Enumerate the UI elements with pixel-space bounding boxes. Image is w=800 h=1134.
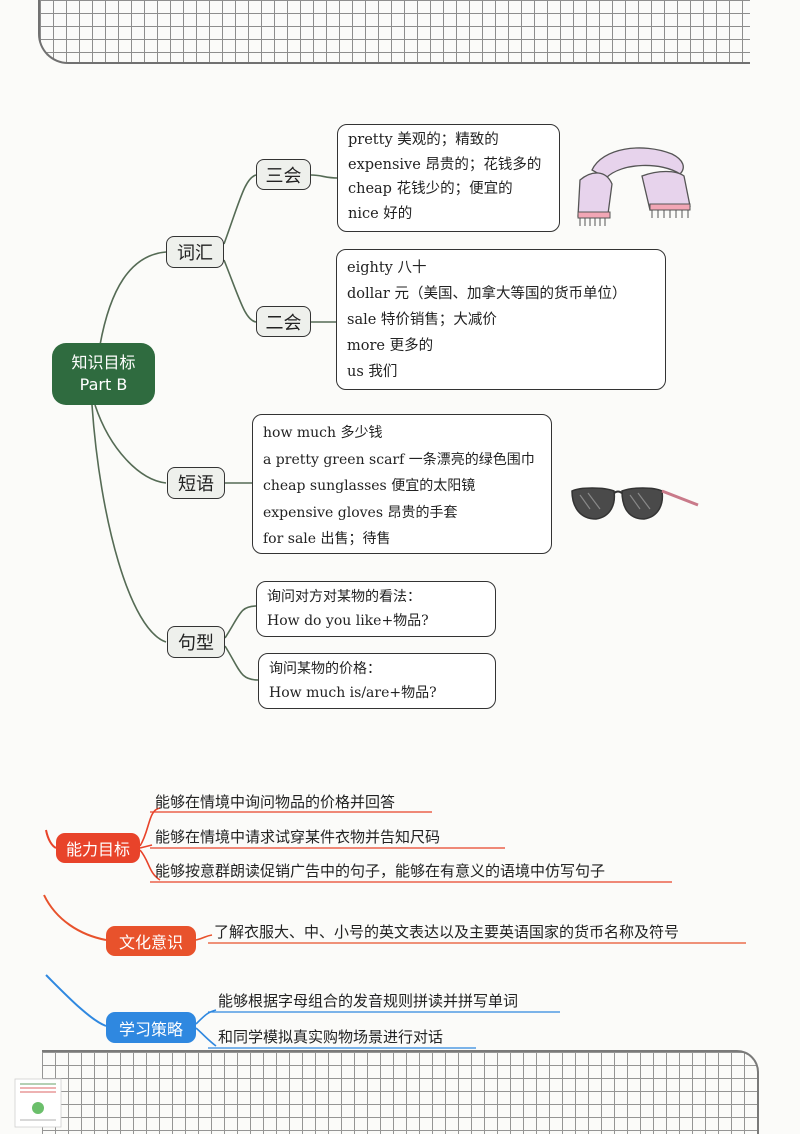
vocab-item: more 更多的 [347,338,434,354]
root-title: 知识目标 [71,353,136,372]
root-node: 知识目标 Part B [52,343,155,405]
strategy-goal-item: 能够根据字母组合的发音规则拼读并拼写单词 [218,992,519,1010]
culture-goal-item: 了解衣服大、中、小号的英文表达以及主要英语国家的货币名称及符号 [214,923,680,941]
vocab-item: us 我们 [347,364,398,380]
grid-decoration-top [38,0,750,64]
strategy-goal-item: 和同学模拟真实购物场景进行对话 [218,1028,444,1046]
sentence-heading: 询问某物的价格： [269,661,381,677]
sentence-pattern: How do you like+物品? [267,613,429,629]
phrase-item: for sale 出售；待售 [263,531,391,547]
stamp-logo-icon [14,1078,62,1128]
grid-decoration-bottom [42,1050,759,1134]
vocab-item: dollar 元（美国、加拿大等国的货币单位） [347,286,627,302]
root-subtitle: Part B [79,375,128,394]
sentence-opinion-box: 询问对方对某物的看法： How do you like+物品? [256,581,496,637]
phrases-node: 短语 [167,467,225,499]
phrase-item: a pretty green scarf 一条漂亮的绿色围巾 [263,451,535,468]
phrase-item: expensive gloves 昂贵的手套 [263,504,458,521]
strategy-goal-label: 学习策略 [106,1012,196,1043]
ability-goal-item: 能够在情境中请求试穿某件衣物并告知尺码 [155,828,441,846]
two-skill-node: 二会 [256,306,311,337]
vocab-node: 词汇 [166,236,224,268]
ability-goal-item: 能够在情境中询问物品的价格并回答 [155,793,396,811]
sunglasses-icon [571,487,699,520]
vocab-item: cheap 花钱少的；便宜的 [348,181,513,197]
culture-goal-label: 文化意识 [106,926,196,956]
two-skill-box: eighty 八十 dollar 元（美国、加拿大等国的货币单位） sale 特… [336,249,666,390]
vocab-item: nice 好的 [348,205,413,222]
vocab-item: expensive 昂贵的；花钱多的 [348,156,542,173]
three-skill-box: pretty 美观的；精致的 expensive 昂贵的；花钱多的 cheap … [337,124,560,232]
vocab-item: eighty 八十 [347,260,427,276]
ability-goal-item: 能够按意群朗读促销广告中的句子，能够在有意义的语境中仿写句子 [155,862,606,880]
vocab-item: pretty 美观的；精致的 [348,132,499,148]
sentences-node: 句型 [167,626,225,658]
vocab-item: sale 特价销售；大减价 [347,312,497,328]
sentence-price-box: 询问某物的价格： How much is/are+物品? [258,653,496,709]
sentence-heading: 询问对方对某物的看法： [267,589,421,605]
ability-goal-label: 能力目标 [56,833,140,863]
phrase-item: cheap sunglasses 便宜的太阳镜 [263,478,476,494]
three-skill-node: 三会 [256,159,311,190]
phrase-item: how much 多少钱 [263,425,383,441]
scarf-icon [577,147,691,226]
sentence-pattern: How much is/are+物品? [269,685,437,701]
phrases-box: how much 多少钱 a pretty green scarf 一条漂亮的绿… [252,414,552,554]
